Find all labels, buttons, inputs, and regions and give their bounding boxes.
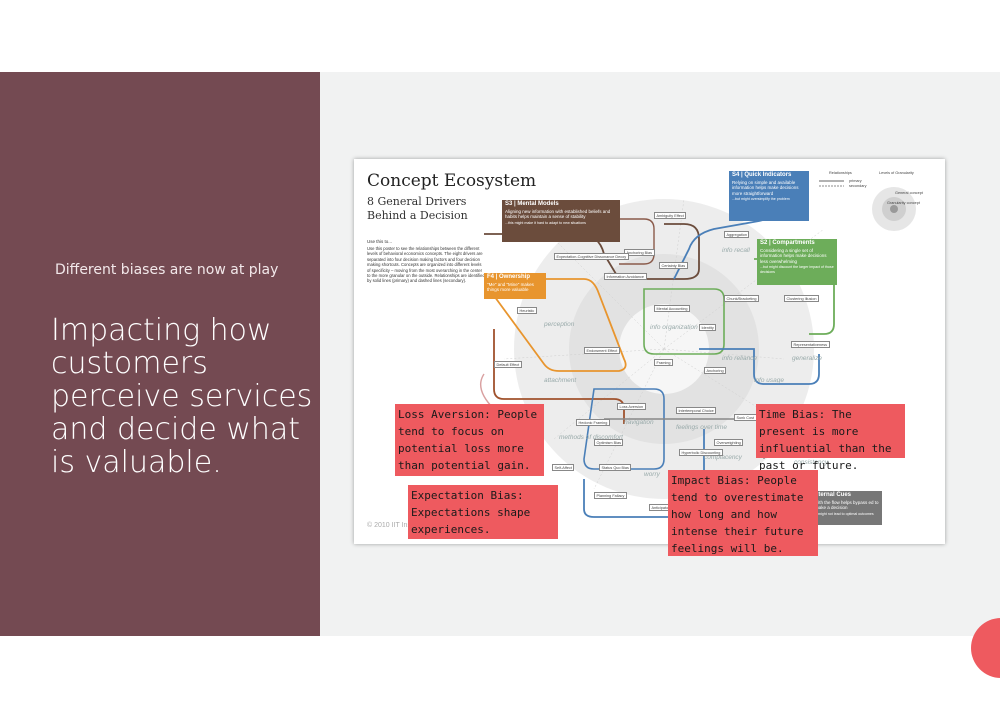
s2-title: S2 | Compartments (760, 240, 815, 246)
poster-subtitle: 8 General Drivers Behind a Decision (367, 195, 468, 222)
s3-title: S3 | Mental Models (505, 201, 559, 207)
time-path (583, 388, 665, 470)
concept-node: Status Quo Bias (599, 464, 632, 471)
concept-node: Identity (699, 324, 717, 331)
slide-subtitle: Different biases are now at play (55, 262, 279, 278)
region-label: attachment (544, 377, 577, 384)
legend-general: General concept (895, 191, 923, 195)
framing-path (699, 348, 820, 385)
s2-foot: ...but might discount the larger impact … (760, 264, 834, 275)
s4-quick-indicators-box: S4 | Quick Indicators Relying on simple … (729, 171, 809, 221)
mental-models-inner-path (604, 218, 655, 265)
concept-node: Framing (654, 359, 673, 366)
left-panel (0, 72, 320, 636)
external-foot: ...might not lead to optimal outcomes (815, 511, 874, 516)
legend-secondary: secondary (849, 184, 867, 188)
s3-body: Aligning new information with establishe… (505, 209, 611, 220)
concept-node: Self-Affect (552, 464, 575, 471)
f4-title: F4 | Ownership (487, 274, 531, 280)
external-cues-box: xternal Cues with the flow helps bypass … (812, 491, 882, 525)
s4-title: S4 | Quick Indicators (732, 172, 792, 178)
legend-granularity: Levels of Granularity (879, 171, 914, 175)
f4-ownership-box: F4 | Ownership "Me" and "Mine" makes thi… (484, 273, 546, 299)
f4-body: "Me" and "Mine" makes things more valuab… (487, 282, 534, 293)
slide-headline: Impacting how customers perceive service… (51, 313, 313, 480)
poster-intro-heading: Use this to... (367, 239, 393, 244)
poster-copyright: © 2010 IIT Ins (367, 522, 411, 529)
concept-node: Ambiguity Effect (654, 212, 687, 219)
concept-node: Representativeness (791, 341, 830, 348)
region-label: info recall (722, 247, 750, 254)
legend-relationships: Relationships (829, 171, 852, 175)
region-label: consistency (794, 459, 828, 466)
concept-node: Clustering Illusion (784, 295, 819, 302)
concept-node: Intertemporal Choice (676, 407, 717, 414)
concept-node: Heuristic (517, 307, 537, 314)
s4-foot: ...but might oversimplify the problem (732, 196, 790, 201)
note-impact-bias: Impact Bias: People tend to overestimate… (668, 470, 818, 556)
s4-body: Relying on simple and available informat… (732, 180, 799, 196)
concept-ecosystem-poster: Concept Ecosystem 8 General Drivers Behi… (354, 159, 945, 544)
s3-foot: ...this might make it hard to adapt to n… (505, 220, 586, 225)
region-label: info reliance (722, 355, 758, 362)
region-label: worry (644, 471, 660, 478)
region-label: complacency (704, 454, 742, 461)
concept-node: Anchoring Bias (624, 249, 655, 256)
region-label: info organization (650, 324, 698, 331)
note-expectation-bias: Expectation Bias: Expectations shape exp… (408, 485, 558, 539)
s3-mental-models-box: S3 | Mental Models Aligning new informat… (502, 200, 620, 242)
concept-node: Information Avoidance (604, 273, 647, 280)
concept-node: Default Effect (494, 361, 522, 368)
concept-node: Overweighting (714, 439, 744, 446)
legend-granular: Granularity concept (887, 201, 920, 205)
region-label: info usage (754, 377, 784, 384)
region-label: navigation (624, 419, 654, 426)
note-loss-aversion: Loss Aversion: People tend to focus on p… (395, 404, 544, 476)
concept-node: Mental Accounting (654, 305, 691, 312)
concept-node: Aggregation (724, 231, 750, 238)
poster-intro-body: Use this poster to see the relationships… (367, 246, 485, 284)
s2-body: Considering a single set of information … (760, 248, 827, 264)
region-label: generalize (792, 355, 822, 362)
poster-title: Concept Ecosystem (367, 171, 537, 191)
concept-node: Hedonic Framing (576, 419, 610, 426)
region-label: methods of discomfort (559, 434, 623, 441)
concept-node: Loss Aversion (617, 403, 646, 410)
s2-compartments-box: S2 | Compartments Considering a single s… (757, 239, 837, 285)
concept-node: Chunk/Bracketing (724, 295, 759, 302)
concept-node: Endowment Effect (584, 347, 620, 354)
concept-node: Planning Fallacy (594, 492, 627, 499)
concept-node: Anchoring (704, 367, 727, 374)
concept-node: Sunk Cost (734, 414, 757, 421)
concept-node: Expectation-Cognitive Dissonance Decoy (554, 253, 629, 260)
granularity-core (890, 205, 898, 213)
compartments-inner-path (643, 288, 725, 355)
external-title: xternal Cues (815, 492, 852, 498)
legend-primary: primary (849, 179, 862, 183)
concept-node: Hyperbolic Discounting (679, 449, 723, 456)
concept-node: Certainty Bias (659, 262, 688, 269)
external-body: with the flow helps bypass ed to make a … (815, 500, 879, 511)
note-time-bias: Time Bias: The present is more influenti… (756, 404, 905, 472)
concept-node: Optimism Bias (594, 439, 624, 446)
region-label: feelings over time (676, 424, 727, 431)
region-label: perception (544, 321, 575, 328)
